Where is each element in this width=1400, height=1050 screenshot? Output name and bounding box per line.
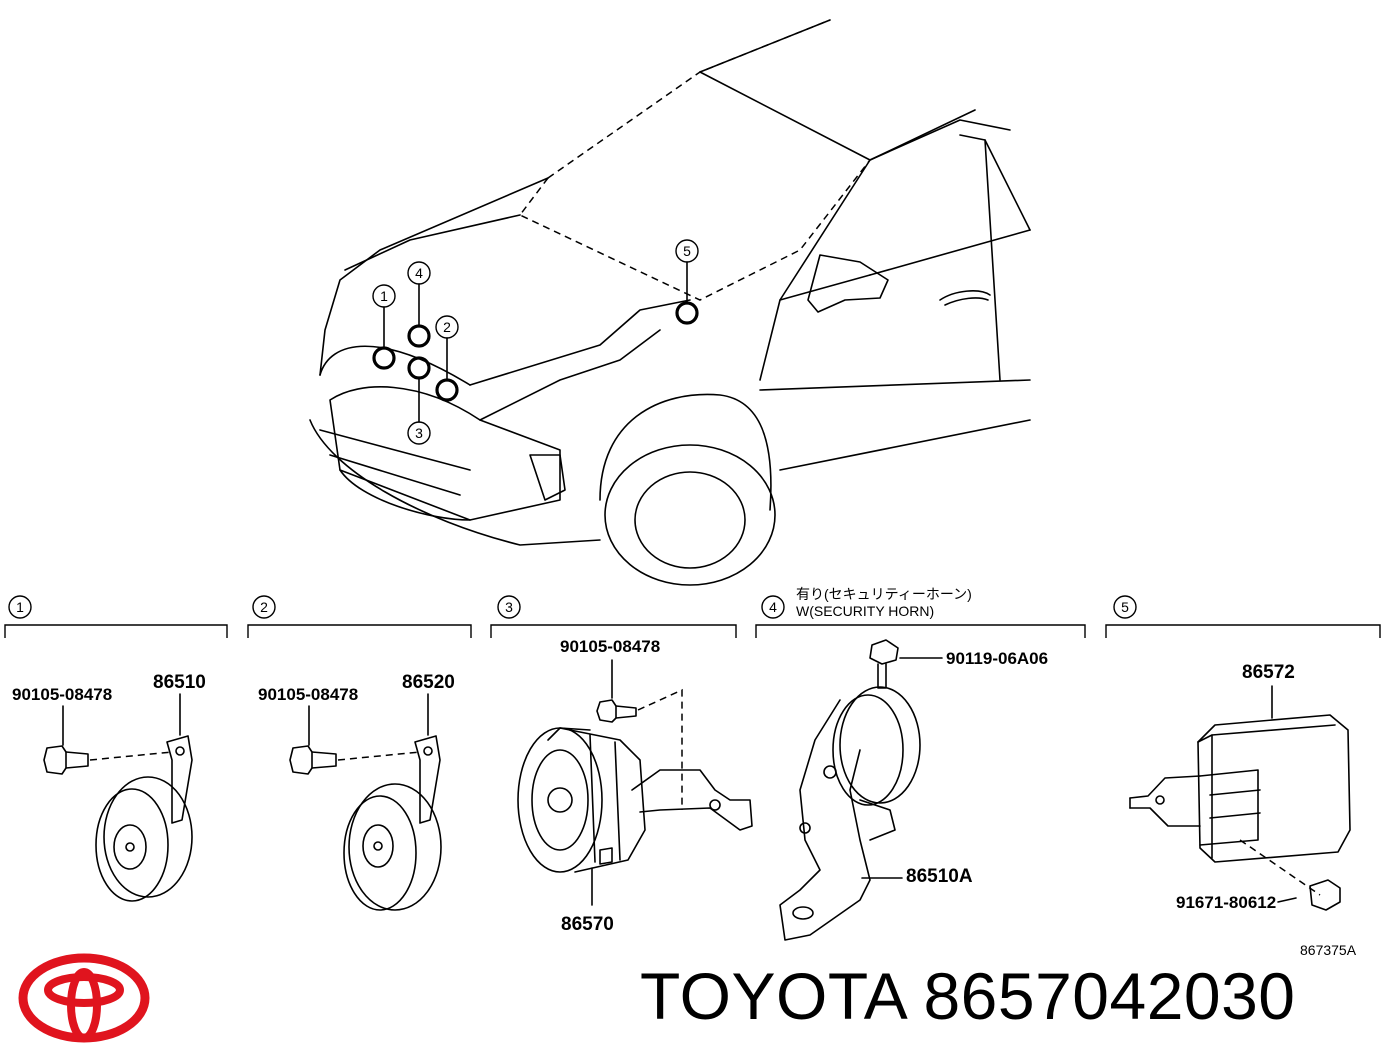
section-2-bolt-label: 90105-08478 [258,685,358,704]
callout-4: 4 [415,265,423,281]
car-overview-illustration [309,19,1031,586]
section-4-number: 4 [769,599,777,615]
section-1-part-label: 86510 [153,672,206,693]
section-4-note-jp: 有り(セキュリティーホーン) [796,586,972,602]
callout-3: 3 [415,425,423,441]
section-3-part-label: 86570 [561,914,614,935]
section-4-part-label: 86510A [906,866,973,887]
callout-1: 1 [380,288,388,304]
section-2-part-label: 86520 [402,672,455,693]
section-headers: 1 2 3 4 有り(セキュリティーホーン) W(SECURITY HORN) … [4,586,1381,638]
section-2-number: 2 [260,599,268,615]
section-3-horn: 90105-08478 86570 [517,637,753,935]
section-3-bolt-label: 90105-08478 [560,637,660,656]
section-4-note-en: W(SECURITY HORN) [796,603,934,619]
section-4-security-horn: 90119-06A06 86510A [779,639,1048,941]
section-5-controller: 86572 91671-80612 [1129,662,1351,912]
section-5-bolt-label: 91671-80612 [1176,893,1276,912]
section-4-bolt-label: 90119-06A06 [946,649,1048,668]
figure-code: 867375A [1300,942,1357,958]
section-5-number: 5 [1121,599,1129,615]
section-5-part-label: 86572 [1242,662,1295,683]
toyota-logo-icon [18,953,150,1043]
callout-5: 5 [683,243,691,259]
section-2-horn: 90105-08478 86520 [258,672,455,911]
section-1-bolt-label: 90105-08478 [12,685,112,704]
section-3-number: 3 [505,599,513,615]
brand-part-number: TOYOTA 8657042030 [640,959,1296,1033]
callout-2: 2 [443,319,451,335]
section-1-number: 1 [16,599,24,615]
overview-callouts: 1 4 2 3 5 [372,239,699,445]
section-1-horn: 90105-08478 86510 [12,672,206,902]
